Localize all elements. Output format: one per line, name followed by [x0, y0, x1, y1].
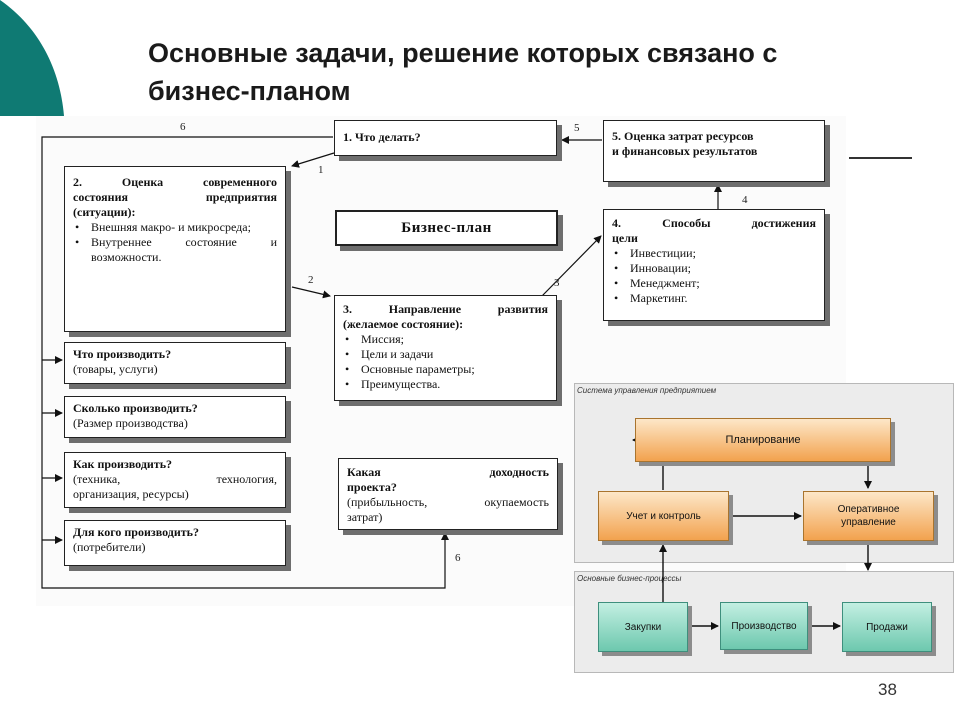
list-item: Инновации; — [612, 261, 816, 276]
arrow-label-6-top: 6 — [180, 121, 186, 133]
box-project-profitability: Какая доходность проекта? (прибыльность,… — [338, 458, 558, 530]
arrow-label-5: 5 — [574, 122, 580, 134]
planning-block: Планирование — [635, 418, 891, 462]
purchasing-label: Закупки — [624, 621, 662, 633]
profitability-title-2: проекта? — [347, 480, 397, 494]
planning-label: Планирование — [725, 433, 801, 446]
page-number: 38 — [878, 680, 897, 699]
box-ways-heading-2: цели — [612, 231, 638, 245]
box-ways-to-achieve: 4. Способы достижения цели Инвестиции; И… — [603, 209, 825, 321]
box-how-to-produce: Как производить? (техника, технология, о… — [64, 452, 286, 508]
for-whom-title: Для кого производить? — [73, 525, 199, 539]
how-note-1: (техника, технология, — [73, 472, 277, 486]
list-item: Маркетинг. — [612, 291, 816, 306]
business-plan-label: Бизнес-план — [401, 220, 492, 236]
profitability-note-2: затрат) — [347, 510, 383, 524]
title-rule — [849, 157, 912, 159]
box-ways-heading-1: 4. Способы достижения — [612, 216, 816, 230]
profitability-note-1: (прибыльность, окупаемость — [347, 495, 549, 509]
box-for-whom-to-produce: Для кого производить? (потребители) — [64, 520, 286, 566]
arrow-label-4: 4 — [742, 194, 748, 206]
arrow-label-1: 1 — [318, 164, 324, 176]
production-label: Производство — [731, 620, 797, 632]
profitability-title-1: Какая доходность — [347, 465, 549, 479]
list-item: Миссия; — [343, 332, 548, 347]
list-item: Внешняя макро- и микросреда; — [73, 220, 277, 235]
box-current-state-heading-2: состояния предприятия — [73, 190, 277, 204]
box-current-state-heading-3: (ситуации): — [73, 205, 136, 219]
management-system-caption: Система управления предприятием — [577, 386, 717, 395]
box-what-to-do-label: 1. Что делать? — [343, 130, 421, 144]
how-much-note: (Размер производства) — [73, 416, 188, 430]
box-current-state: 2. Оценка современного состояния предпри… — [64, 166, 286, 332]
slide-title-line-1: Основные задачи, решение которых связано… — [148, 38, 778, 68]
box-what-to-do: 1. Что делать? — [334, 120, 557, 156]
accounting-control-label: Учет и контроль — [626, 510, 701, 522]
box-cost-evaluation-line-1: 5. Оценка затрат ресурсов — [612, 129, 754, 143]
box-direction-heading-1: 3. Направление развития — [343, 302, 548, 316]
list-item: Внутреннее состояние и возможности. — [73, 235, 277, 265]
operational-management-block: Оперативное управление — [803, 491, 934, 541]
for-whom-note: (потребители) — [73, 540, 146, 554]
purchasing-block: Закупки — [598, 602, 688, 652]
sales-block: Продажи — [842, 602, 932, 652]
production-block: Производство — [720, 602, 808, 650]
how-title: Как производить? — [73, 457, 173, 471]
list-item: Основные параметры; — [343, 362, 548, 377]
box-business-plan: Бизнес-план — [335, 210, 558, 246]
arrow-label-6-bottom: 6 — [455, 552, 461, 564]
accounting-control-block: Учет и контроль — [598, 491, 729, 541]
operational-management-line-1: Оперативное — [837, 504, 900, 515]
operational-management-line-2: управление — [841, 517, 896, 528]
business-processes-caption: Основные бизнес-процессы — [577, 574, 682, 583]
box-direction-heading-2: (желаемое состояние): — [343, 317, 464, 331]
slide-title: Основные задачи, решение которых связано… — [148, 34, 928, 110]
corner-decoration — [0, 0, 64, 116]
sales-label: Продажи — [866, 621, 908, 633]
what-to-produce-note: (товары, услуги) — [73, 362, 158, 376]
box-what-to-produce: Что производить? (товары, услуги) — [64, 342, 286, 384]
box-cost-evaluation-line-2: и финансовых результатов — [612, 144, 758, 158]
arrow-label-2: 2 — [308, 274, 314, 286]
how-note-2: организация, ресурсы) — [73, 487, 189, 501]
what-to-produce-title: Что производить? — [73, 347, 172, 361]
box-current-state-heading-1: 2. Оценка современного — [73, 175, 277, 189]
list-item: Инвестиции; — [612, 246, 816, 261]
box-how-much-to-produce: Сколько производить? (Размер производств… — [64, 396, 286, 438]
list-item: Менеджмент; — [612, 276, 816, 291]
how-much-title: Сколько производить? — [73, 401, 198, 415]
slide-title-line-2: бизнес-планом — [148, 76, 351, 106]
box-development-direction: 3. Направление развития (желаемое состоя… — [334, 295, 557, 401]
arrow-label-3: 3 — [554, 277, 560, 289]
list-item: Цели и задачи — [343, 347, 548, 362]
list-item: Преимущества. — [343, 377, 548, 392]
box-cost-evaluation: 5. Оценка затрат ресурсов и финансовых р… — [603, 120, 825, 182]
